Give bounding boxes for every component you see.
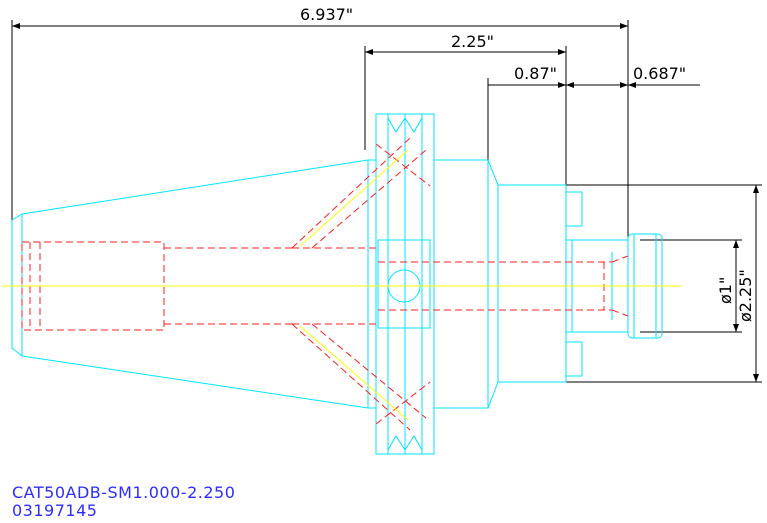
nose-length-label: 0.687" xyxy=(633,64,686,83)
dimension-arrows xyxy=(12,23,759,382)
overall-length-label: 6.937" xyxy=(300,5,353,24)
part-outline xyxy=(11,113,663,455)
dimension-lines xyxy=(11,20,762,383)
body-step-label: 0.87" xyxy=(514,64,557,83)
hidden-features xyxy=(21,137,629,431)
bore-diameter-label: ø1" xyxy=(716,277,735,304)
part-number: CAT50ADB-SM1.000-2.250 xyxy=(12,483,236,502)
centerline xyxy=(2,149,682,421)
body-diameter-label: ø2.25" xyxy=(736,269,755,322)
serial-number: 03197145 xyxy=(12,501,98,520)
flange-to-end-label: 2.25" xyxy=(451,32,494,51)
